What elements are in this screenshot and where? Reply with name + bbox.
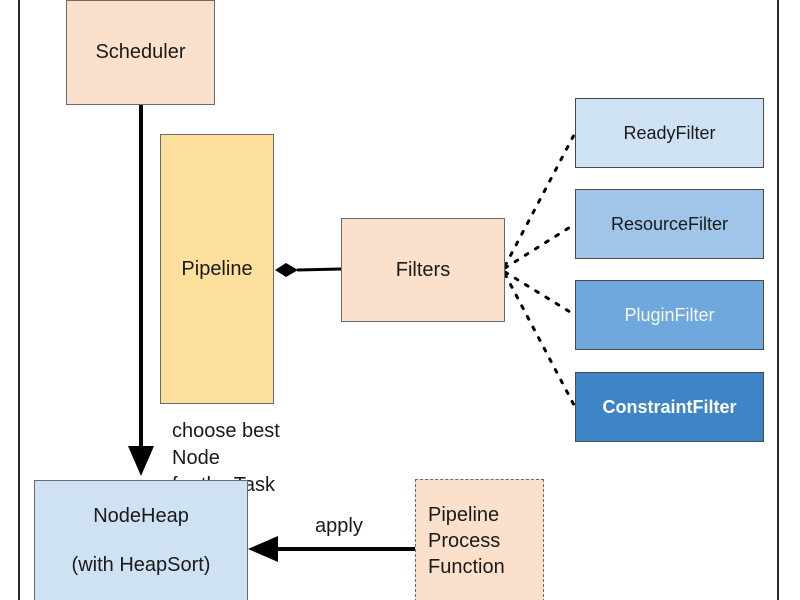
filters-node: Filters — [341, 218, 505, 322]
constraintfilter-node: ConstraintFilter — [575, 372, 764, 442]
diagram-frame — [18, 0, 779, 600]
resourcefilter-label: ResourceFilter — [610, 213, 729, 234]
nodeheap-label: NodeHeap — [93, 505, 189, 527]
pipeline-node: Pipeline — [160, 134, 274, 404]
ppf-line-3: Function — [428, 555, 505, 578]
readyfilter-node: ReadyFilter — [575, 98, 764, 168]
scheduler-label: Scheduler — [95, 41, 186, 63]
constraintfilter-label: ConstraintFilter — [602, 396, 737, 417]
choose-best-line-1: choose best — [172, 420, 280, 442]
nodeheap-sublabel: (with HeapSort) — [71, 554, 211, 576]
pipeline-process-function-node: Pipeline Process Function — [415, 479, 544, 600]
resourcefilter-node: ResourceFilter — [575, 189, 764, 259]
scheduler-node: Scheduler — [66, 0, 215, 105]
pipeline-diamond-marker — [275, 263, 298, 277]
pipeline-filters-connector — [296, 267, 342, 272]
readyfilter-label: ReadyFilter — [623, 122, 716, 143]
filters-label: Filters — [395, 258, 451, 281]
pipeline-label: Pipeline — [181, 257, 253, 280]
dotted-to-pluginfilter — [503, 270, 577, 317]
choose-best-line-2: Node — [172, 447, 220, 469]
dotted-to-resourcefilter — [503, 222, 577, 270]
apply-arrowhead — [248, 536, 278, 562]
pluginfilter-label: PluginFilter — [624, 304, 715, 325]
pluginfilter-node: PluginFilter — [575, 280, 764, 350]
scheduler-to-nodeheap-arrowhead — [128, 446, 154, 476]
nodeheap-node: NodeHeap (with HeapSort) — [34, 480, 248, 600]
dotted-to-constraintfilter — [503, 272, 577, 409]
dotted-to-readyfilter — [503, 131, 577, 268]
ppf-line-1: Pipeline — [428, 503, 500, 526]
ppf-line-2: Process — [428, 529, 501, 552]
apply-label: apply — [315, 515, 363, 537]
